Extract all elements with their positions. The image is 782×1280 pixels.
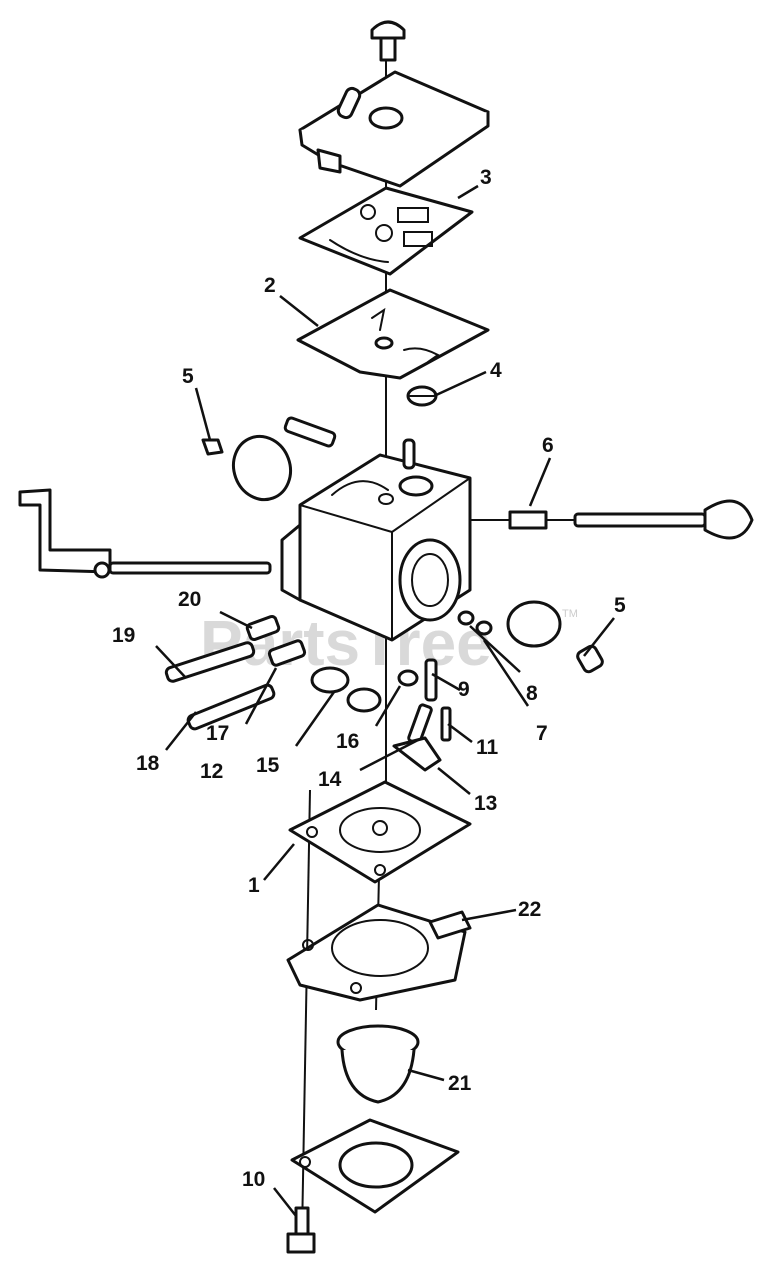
callout-20: 20 [178,588,201,611]
cover-screw [286,1206,316,1254]
callout-18: 18 [136,752,160,775]
callout-11: 11 [476,736,499,759]
choke-shaft [508,499,754,540]
carburetor-body [280,438,472,642]
callout-16: 16 [336,730,359,753]
callout-7: 7 [536,722,548,745]
metering-cover [286,903,472,1002]
top-cover-screw [370,20,406,62]
callout-21: 21 [448,1072,472,1095]
callout-14: 14 [318,768,342,791]
callout-8: 8 [526,682,538,705]
throttle-plate [201,434,292,502]
callout-4: 4 [490,359,502,382]
pump-gasket [298,186,474,276]
callout-labels: 3 2 5 4 6 5 20 19 9 8 17 16 11 7 18 12 1… [112,166,626,1191]
callout-15: 15 [256,754,280,777]
watermark-trademark: TM [562,608,578,620]
pump-cover [298,70,490,188]
callout-12: 12 [200,760,223,783]
leader-lines [155,184,615,1217]
callout-1: 1 [248,874,260,897]
adjusting-needles [164,416,337,731]
callout-6: 6 [542,434,554,457]
callout-5-upper: 5 [182,365,194,388]
callout-5-lower: 5 [614,594,626,617]
callout-9: 9 [458,678,470,701]
callout-3: 3 [480,166,492,189]
callout-22: 22 [518,898,541,921]
throttle-shaft [18,488,272,579]
callout-13: 13 [474,792,497,815]
pump-diaphragm [296,288,490,380]
primer-retainer [290,1118,460,1214]
primer-bulb [336,1024,420,1104]
callout-19: 19 [112,624,135,647]
callout-10: 10 [242,1168,265,1191]
choke-plate [506,600,604,674]
inlet-screen [406,385,438,407]
metering-diaphragm [288,780,472,884]
callout-17: 17 [206,722,229,745]
callout-2: 2 [264,274,276,297]
